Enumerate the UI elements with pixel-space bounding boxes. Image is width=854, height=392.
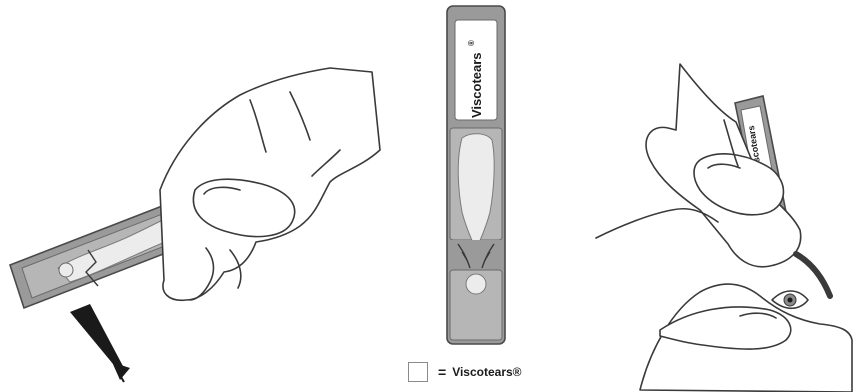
legend-swatch (408, 362, 428, 382)
legend: = Viscotears® (408, 360, 522, 384)
face-with-eye (640, 254, 852, 392)
legend-label: Viscotears® (452, 365, 521, 379)
step-3-apply-to-eye-panel: Viscotears (596, 64, 852, 392)
step-1-break-tip-panel (10, 68, 380, 382)
legend-equals-sign: = (438, 364, 446, 380)
brand-label-vertical: Viscotears (469, 52, 484, 118)
arrow-down-left-icon (70, 304, 130, 382)
brand-registered-vertical: ® (467, 40, 476, 46)
hand-icon-left (160, 68, 380, 300)
step-2-strip-diagram-panel: Viscotears ® (447, 6, 505, 344)
